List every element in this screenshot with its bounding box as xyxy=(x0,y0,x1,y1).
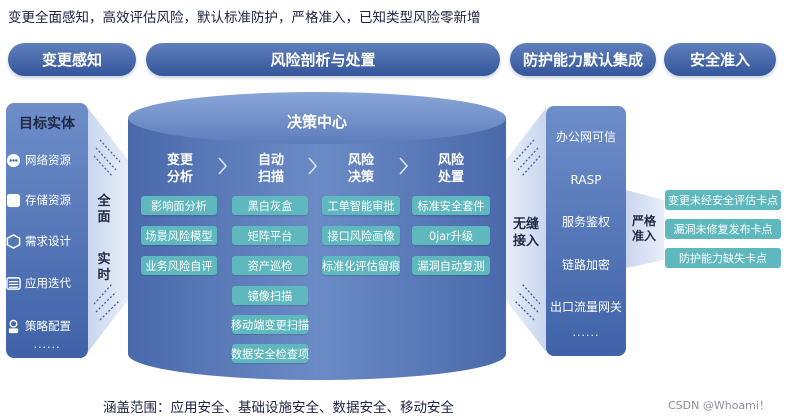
col-head-text: 变更 分析 xyxy=(166,153,193,185)
cell-mobile-change-scan: 移动端变更扫描 xyxy=(231,315,309,334)
stage-risk-analysis: 风险剖析与处置 xyxy=(146,43,500,76)
cell-asset-inspection: 资产巡检 xyxy=(232,256,308,275)
policy-icon xyxy=(8,319,19,333)
cell-standard-eval-trace: 标准化评估留痕 xyxy=(322,256,400,275)
connector-realtime: 实时 xyxy=(97,252,111,283)
admission-unassessed-change: 变更未经安全评估卡点 xyxy=(665,190,781,210)
coverage-footer: 涵盖范围：应用安全、基础设施安全、数据安全、移动安全 xyxy=(103,400,454,416)
connector-seamless: 无缝 接入 xyxy=(512,217,539,249)
entity-item-policy: 策略配置 xyxy=(6,316,71,336)
protection-item-egress-gateway: 出口流量网关 xyxy=(549,300,622,314)
entity-item-storage: 存储资源 xyxy=(6,190,71,210)
entity-item-label: 网络资源 xyxy=(25,153,71,167)
entity-item-label: 存储资源 xyxy=(25,193,71,207)
strict-admission-label: 严格 准入 xyxy=(631,214,656,243)
target-entity-panel xyxy=(6,103,88,358)
stage-change-perception: 变更感知 xyxy=(8,43,136,76)
cell-scenario-risk-model: 场景风险模型 xyxy=(141,226,217,245)
protection-item-link-encryption: 链路加密 xyxy=(561,258,610,272)
admission-fan xyxy=(626,190,664,268)
chevron-right-icon xyxy=(399,157,409,175)
protection-item-rasp: RASP xyxy=(570,173,602,187)
stage-security-admission: 安全准入 xyxy=(664,43,776,76)
col-head-risk-decision: 风险 决策 xyxy=(326,152,396,186)
list-icon xyxy=(6,276,21,290)
entity-item-label: 需求设计 xyxy=(25,234,71,248)
chevron-right-icon xyxy=(308,157,318,175)
col-head-text: 自动 扫描 xyxy=(257,153,284,185)
watermark: CSDN @Whoami！ xyxy=(668,399,770,412)
cell-vuln-retest: 漏洞自动复测 xyxy=(412,256,490,275)
cell-data-security-check: 数据安全检查项 xyxy=(231,344,309,363)
headline: 变更全面感知，高效评估风险，默认标准防护，严格准入，已知类型风险零新增 xyxy=(8,10,481,26)
right-arrows xyxy=(513,139,541,321)
cell-matrix-platform: 矩阵平台 xyxy=(232,226,308,245)
cell-impact-analysis: 影响面分析 xyxy=(141,196,217,215)
col-head-auto-scan: 自动 扫描 xyxy=(236,152,306,186)
col-head-risk-handling: 风险 处置 xyxy=(416,152,486,186)
cell-ticket-approval: 工单智能审批 xyxy=(322,196,400,215)
cell-interface-risk-profile: 接口风险画像 xyxy=(322,226,400,245)
protection-panel xyxy=(546,106,626,356)
entity-item-label: 应用迭代 xyxy=(25,276,71,290)
col-head-change-analysis: 变更 分析 xyxy=(145,152,215,186)
entity-item-label: 策略配置 xyxy=(25,319,71,333)
entity-item-iteration: 应用迭代 xyxy=(6,273,71,293)
right-fan xyxy=(506,108,546,352)
chevron-right-icon xyxy=(218,157,228,175)
network-icon xyxy=(6,153,21,167)
entity-item-network: 网络资源 xyxy=(6,150,71,170)
stage-label: 变更感知 xyxy=(41,51,102,69)
col-head-text: 风险 决策 xyxy=(347,153,374,185)
cell-business-risk-self-eval: 业务风险自评 xyxy=(141,256,217,275)
target-entity-title: 目标实体 xyxy=(19,116,75,132)
cell-standard-security-suite: 标准安全套件 xyxy=(412,196,490,215)
cell-box-testing: 黑白灰盒 xyxy=(232,196,308,215)
col-head-text: 风险 处置 xyxy=(437,153,464,185)
stage-label: 安全准入 xyxy=(689,51,750,69)
left-fan xyxy=(88,108,128,352)
storage-icon xyxy=(6,193,21,207)
decision-center-cylinder xyxy=(128,92,506,380)
protection-more: ...... xyxy=(572,326,600,339)
entity-item-design: 需求设计 xyxy=(6,231,71,251)
connector-full: 全面 xyxy=(97,194,111,225)
stage-label: 防护能力默认集成 xyxy=(522,51,643,69)
admission-unfixed-vuln: 漏洞未修复发布卡点 xyxy=(665,219,781,239)
cell-jar-upgrade: 0jar升级 xyxy=(412,226,490,245)
stage-protection-integration: 防护能力默认集成 xyxy=(510,43,656,76)
protection-item-office-trust: 办公网可信 xyxy=(555,130,616,144)
entity-more: ...... xyxy=(33,338,61,351)
left-arrows xyxy=(93,139,121,321)
decision-center-title: 决策中心 xyxy=(286,113,347,131)
cell-image-scan: 镜像扫描 xyxy=(232,286,308,305)
hexagon-icon xyxy=(6,233,21,249)
stage-label: 风险剖析与处置 xyxy=(270,51,376,69)
protection-item-service-auth: 服务鉴权 xyxy=(561,215,610,229)
admission-missing-protection: 防护能力缺失卡点 xyxy=(665,248,781,268)
